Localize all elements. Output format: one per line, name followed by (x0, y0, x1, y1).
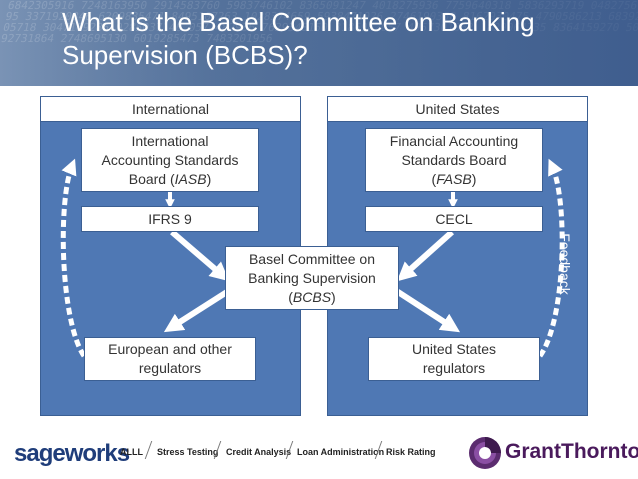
iasb-line-3a: Board ( (128, 170, 175, 187)
fasb-line-1: Financial Accounting (389, 132, 519, 149)
fasb-acronym: FASB (436, 170, 472, 187)
us-regulators-line-2: regulators (422, 360, 486, 376)
united-states-heading: United States (327, 96, 588, 122)
grant-thornton-logo-icon (469, 437, 501, 469)
footer-nav-risk-rating: Risk Rating (386, 447, 436, 457)
fasb-box: Financial Accounting Standards Board (FA… (365, 128, 543, 192)
ifrs9-label: IFRS 9 (148, 210, 192, 227)
iasb-line-1: International (131, 132, 209, 149)
iasb-acronym: IASB (174, 170, 207, 187)
bcbs-line-3a: ( (288, 288, 293, 305)
european-line-2: regulators (138, 360, 202, 376)
title-banner: 6842305916 7248163950 2914583760 5983746… (0, 0, 638, 86)
page-title: What is the Basel Committee on Banking S… (62, 7, 535, 70)
arrow-bcbs-to-european (163, 287, 232, 333)
arrow-bcbs-to-us-regulators (393, 287, 461, 333)
bcbs-line-1: Basel Committee on (248, 250, 376, 267)
iasb-box: International Accounting Standards Board… (81, 128, 259, 192)
feedback-curve-left (60, 158, 87, 358)
ifrs9-box: IFRS 9 (81, 206, 259, 232)
iasb-line-2: Accounting Standards (101, 151, 239, 168)
fasb-line-2: Standards Board (401, 151, 507, 168)
us-regulators-box: United States regulators (368, 337, 540, 381)
grant-thornton-wordmark: GrantThornton (505, 440, 638, 463)
sageworks-logo: sageworks (14, 440, 130, 467)
european-line-1: European and other (108, 341, 232, 357)
fasb-line-3a: ( (431, 170, 437, 187)
feedback-curve-right (537, 158, 565, 358)
european-regulators-box: European and other regulators (84, 337, 256, 381)
feedback-label-left: Feedback (22, 233, 38, 295)
bcbs-line-2: Banking Supervision (248, 269, 376, 286)
bcbs-line-3c: ) (331, 288, 336, 305)
cecl-box: CECL (365, 206, 543, 232)
title-shade (0, 0, 638, 86)
bcbs-acronym: BCBS (292, 288, 332, 305)
footer-nav-alll: ALLL (120, 447, 143, 457)
us-regulators-line-1: United States (411, 341, 497, 357)
arrow-ifrs9-to-bcbs (170, 229, 230, 282)
arrow-cecl-to-bcbs (396, 229, 455, 282)
international-heading: International (40, 96, 301, 122)
fasb-line-3c: ) (471, 170, 477, 187)
cecl-label: CECL (435, 210, 473, 227)
footer (0, 424, 638, 479)
footer-nav-loan-administration: Loan Administration (297, 447, 385, 457)
feedback-label-right: Feedback (557, 233, 573, 295)
footer-nav-stress-testing: Stress Testing (157, 447, 219, 457)
bcbs-box: Basel Committee on Banking Supervision (… (225, 246, 399, 310)
iasb-line-3c: ) (206, 170, 212, 187)
footer-nav-credit-analysis: Credit Analysis (226, 447, 292, 457)
